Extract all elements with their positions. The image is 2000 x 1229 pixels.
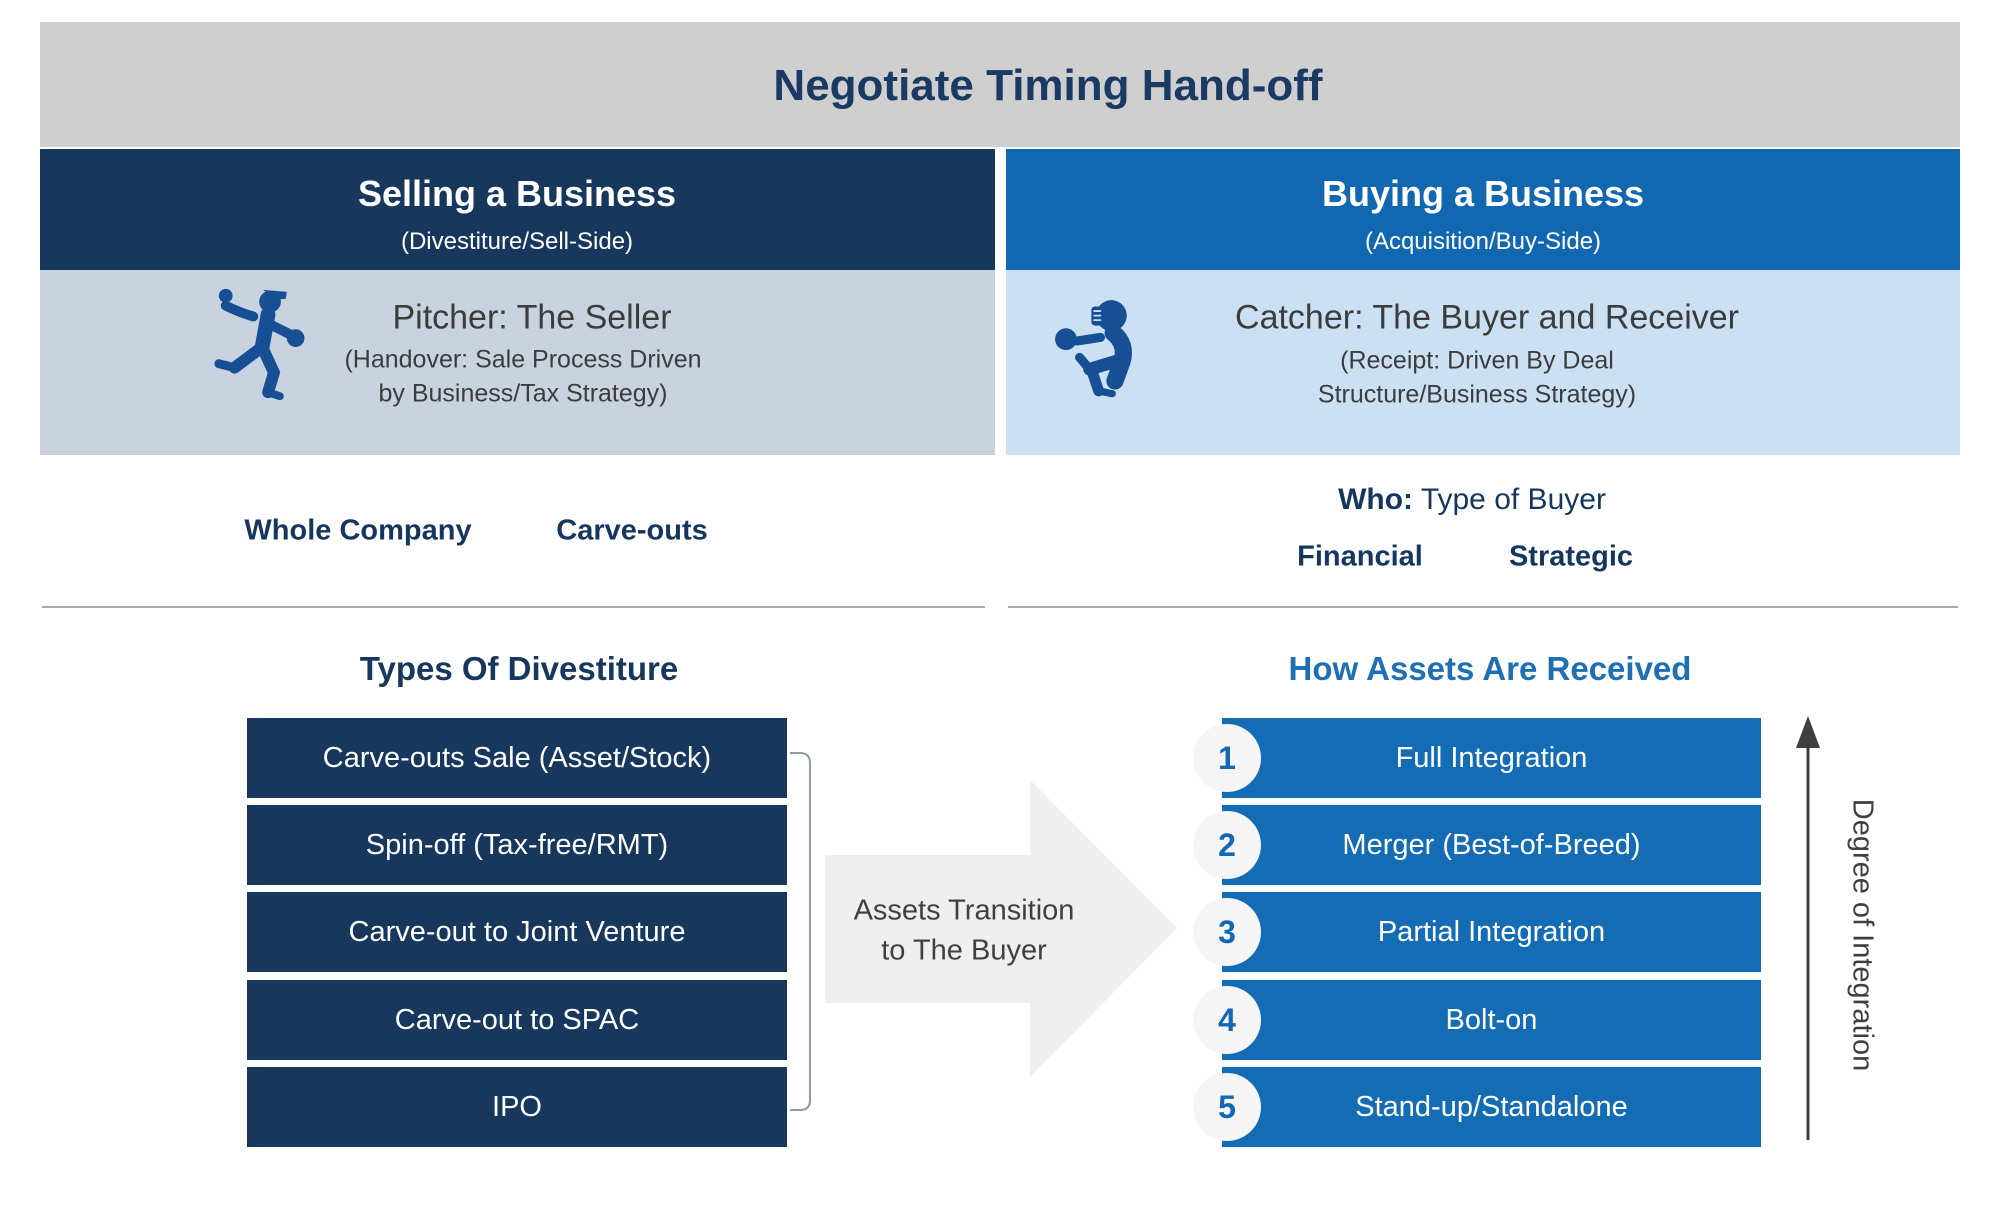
received-bar-2: Merger (Best-of-Breed)	[1222, 805, 1761, 885]
buyer-financial: Financial	[1297, 540, 1423, 573]
received-bar-5: Stand-up/Standalone	[1222, 1067, 1761, 1147]
received-bar-1: Full Integration	[1222, 718, 1761, 798]
degree-axis-arrowhead	[1796, 716, 1820, 748]
divestiture-bar-5: IPO	[247, 1067, 787, 1147]
selling-subtitle: (Divestiture/Sell-Side)	[400, 228, 634, 255]
who-type-of-buyer: Who: Type of Buyer	[1338, 483, 1606, 517]
divestiture-bracket	[790, 752, 811, 1111]
catcher-role-sub2: Structure/Business Strategy)	[1317, 380, 1637, 409]
catcher-role-sub1: (Receipt: Driven By Deal	[1340, 346, 1614, 375]
buyer-strategic: Strategic	[1508, 540, 1634, 573]
title-banner	[40, 22, 1960, 147]
option-carve-outs: Carve-outs	[556, 514, 708, 547]
received-bar-3: Partial Integration	[1222, 892, 1761, 972]
selling-title: Selling a Business	[357, 173, 677, 214]
pitcher-role-title: Pitcher: The Seller	[392, 298, 672, 337]
pitcher-role-sub1: (Handover: Sale Process Driven	[344, 345, 702, 374]
who-label: Who:	[1338, 483, 1414, 516]
buying-header	[1006, 149, 1960, 270]
step-circle-2: 2	[1193, 811, 1261, 879]
buying-title: Buying a Business	[1321, 173, 1645, 214]
divestiture-bar-4: Carve-out to SPAC	[247, 980, 787, 1060]
how-assets-received-heading: How Assets Are Received	[1288, 650, 1692, 687]
step-circle-1: 1	[1193, 724, 1261, 792]
divider-left	[42, 606, 985, 608]
buying-subtitle: (Acquisition/Buy-Side)	[1364, 228, 1602, 255]
selling-header	[40, 149, 995, 270]
buyer-band	[1006, 270, 1960, 455]
pitcher-icon	[214, 288, 305, 401]
step-circle-3: 3	[1193, 898, 1261, 966]
degree-of-integration-label: Degree of Integration	[1846, 798, 1879, 1072]
types-of-divestiture-heading: Types Of Divestiture	[359, 650, 679, 687]
option-whole-company: Whole Company	[244, 514, 472, 547]
catcher-icon	[1055, 300, 1132, 398]
step-circle-4: 4	[1193, 986, 1261, 1054]
pitcher-role-sub2: by Business/Tax Strategy)	[378, 379, 668, 408]
slide-title: Negotiate Timing Hand-off	[773, 61, 1323, 110]
transition-text-line1: Assets Transition	[853, 894, 1075, 927]
transition-arrow	[825, 780, 1177, 1077]
divestiture-bar-3: Carve-out to Joint Venture	[247, 892, 787, 972]
catcher-role-title: Catcher: The Buyer and Receiver	[1235, 298, 1739, 337]
who-text: Type of Buyer	[1413, 483, 1606, 516]
divider-right	[1008, 606, 1958, 608]
seller-band	[40, 270, 995, 455]
transition-text-line2: to The Buyer	[881, 934, 1047, 967]
divestiture-bar-2: Spin-off (Tax-free/RMT)	[247, 805, 787, 885]
divestiture-bar-1: Carve-outs Sale (Asset/Stock)	[247, 718, 787, 798]
step-circle-5: 5	[1193, 1073, 1261, 1141]
received-bar-4: Bolt-on	[1222, 980, 1761, 1060]
